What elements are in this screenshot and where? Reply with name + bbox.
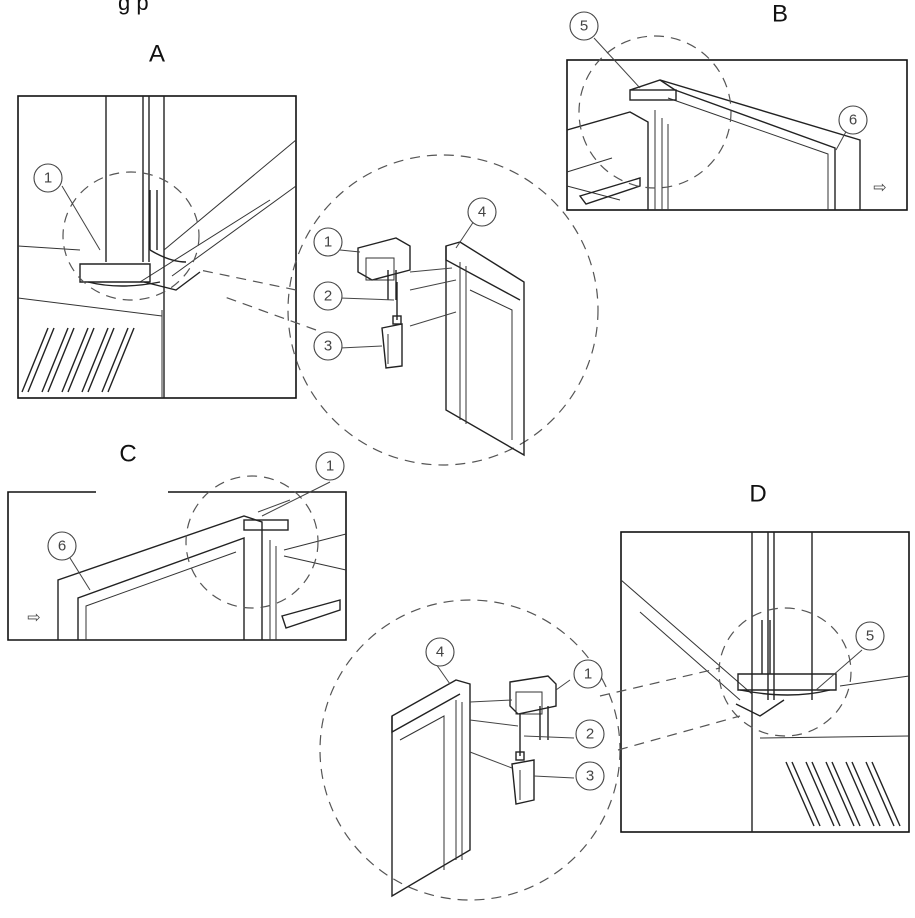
detail-circle-c <box>185 475 319 609</box>
callout-4-bottom <box>425 637 455 667</box>
callout-6-panel-b <box>838 105 868 135</box>
svg-text:2: 2 <box>586 726 594 743</box>
callout-2-bottom <box>575 719 605 749</box>
panel-b-frame <box>566 59 908 211</box>
callout-4-top <box>467 197 497 227</box>
detail-circle-d <box>718 607 852 737</box>
svg-text:1: 1 <box>324 234 332 251</box>
svg-text:3: 3 <box>324 338 332 355</box>
direction-arrow-b: ⇨ <box>873 180 886 197</box>
exploded-view-bottom: 1 2 3 4 <box>319 599 741 901</box>
panel-c: C 1 6 ⇨ <box>7 441 347 641</box>
callout-2-top <box>313 281 343 311</box>
svg-text:2: 2 <box>324 288 332 305</box>
callout-3-top <box>313 331 343 361</box>
direction-arrow-c: ⇨ <box>27 610 40 627</box>
panel-label-b: B <box>772 1 788 28</box>
detail-circle-b <box>578 35 732 189</box>
svg-text:6: 6 <box>58 538 66 555</box>
svg-text:5: 5 <box>866 628 874 645</box>
callout-5-panel-b <box>569 11 599 41</box>
vent-slots-d <box>785 761 901 827</box>
detail-circle-a <box>62 171 200 301</box>
svg-text:5: 5 <box>580 18 588 35</box>
svg-text:1: 1 <box>326 458 334 475</box>
callout-1-top <box>313 227 343 257</box>
svg-text:4: 4 <box>478 204 486 221</box>
exploded-view-top: 1 2 3 4 <box>199 154 599 466</box>
panel-label-d: D <box>749 481 766 508</box>
callout-3-bottom <box>575 761 605 791</box>
panel-label-a: A <box>149 41 165 68</box>
callout-1-panel-a <box>33 163 63 193</box>
callout-5-panel-d <box>855 621 885 651</box>
panel-d: D 5 <box>620 481 910 833</box>
panel-label-c: C <box>119 441 136 468</box>
detail-circle-top <box>287 154 599 466</box>
svg-text:1: 1 <box>584 666 592 683</box>
svg-text:1: 1 <box>44 170 52 187</box>
svg-text:4: 4 <box>436 644 444 661</box>
callout-6-panel-c <box>47 531 77 561</box>
svg-text:3: 3 <box>586 768 594 785</box>
callout-1-panel-c <box>315 451 345 481</box>
panel-a: A 1 <box>17 41 297 399</box>
svg-text:6: 6 <box>849 112 857 129</box>
heading-fragment: g p <box>118 0 149 15</box>
panel-b: B 5 6 ⇨ <box>566 1 908 211</box>
callout-1-bottom <box>573 659 603 689</box>
vent-slots-a <box>21 327 135 393</box>
